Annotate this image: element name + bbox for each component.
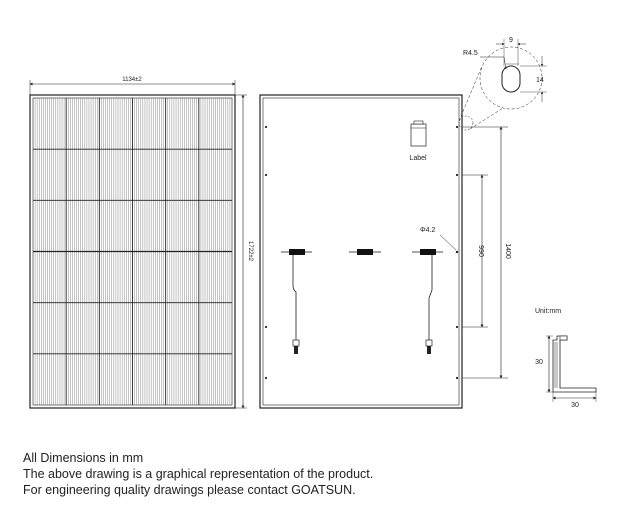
dimension-990: 990 [477,245,484,257]
slot-radius-label: R4.5 [463,50,478,57]
connector-right [425,339,433,354]
slot-detail: 9 14 R4.5 [458,37,547,131]
front-width-dimension: 1134±2 [122,77,142,83]
cable-right [428,255,433,340]
mounting-holes [264,125,459,380]
junction-box-right [420,249,436,255]
label-icon [410,120,427,147]
frame-section: Unit:mm 30 30 [535,308,597,409]
notes: All Dimensions in mm The above drawing i… [23,450,373,498]
front-view: 1134±2 1722±2 [29,77,253,409]
slot-height-label: 14 [536,77,544,84]
dimension-1400: 1400 [504,243,511,259]
detail-callout-circle [458,115,474,131]
back-panel-inner [262,97,460,406]
note-units: All Dimensions in mm [23,451,144,465]
frame-profile [552,335,597,393]
cable-left [292,255,297,340]
detail-zoom-circle [479,46,543,110]
unit-label: Unit:mm [535,308,561,315]
label-text: Label [409,155,427,162]
front-height-dimension: 1722±2 [247,241,253,262]
junction-box-center [357,249,373,255]
slot-width-label: 9 [509,37,513,44]
note-graphical-representation: The above drawing is a graphical represe… [23,467,374,481]
back-view: Label Φ4.2 990 [259,94,511,409]
hole-diameter-label: Φ4.2 [420,227,435,234]
front-cell-grid [33,98,232,405]
note-contact: For engineering quality drawings please … [23,483,356,497]
connector-left [292,339,300,354]
slot-shape [501,65,521,93]
junction-box-left [289,249,305,255]
frame-height-label: 30 [535,359,543,366]
frame-width-label: 30 [571,402,579,409]
